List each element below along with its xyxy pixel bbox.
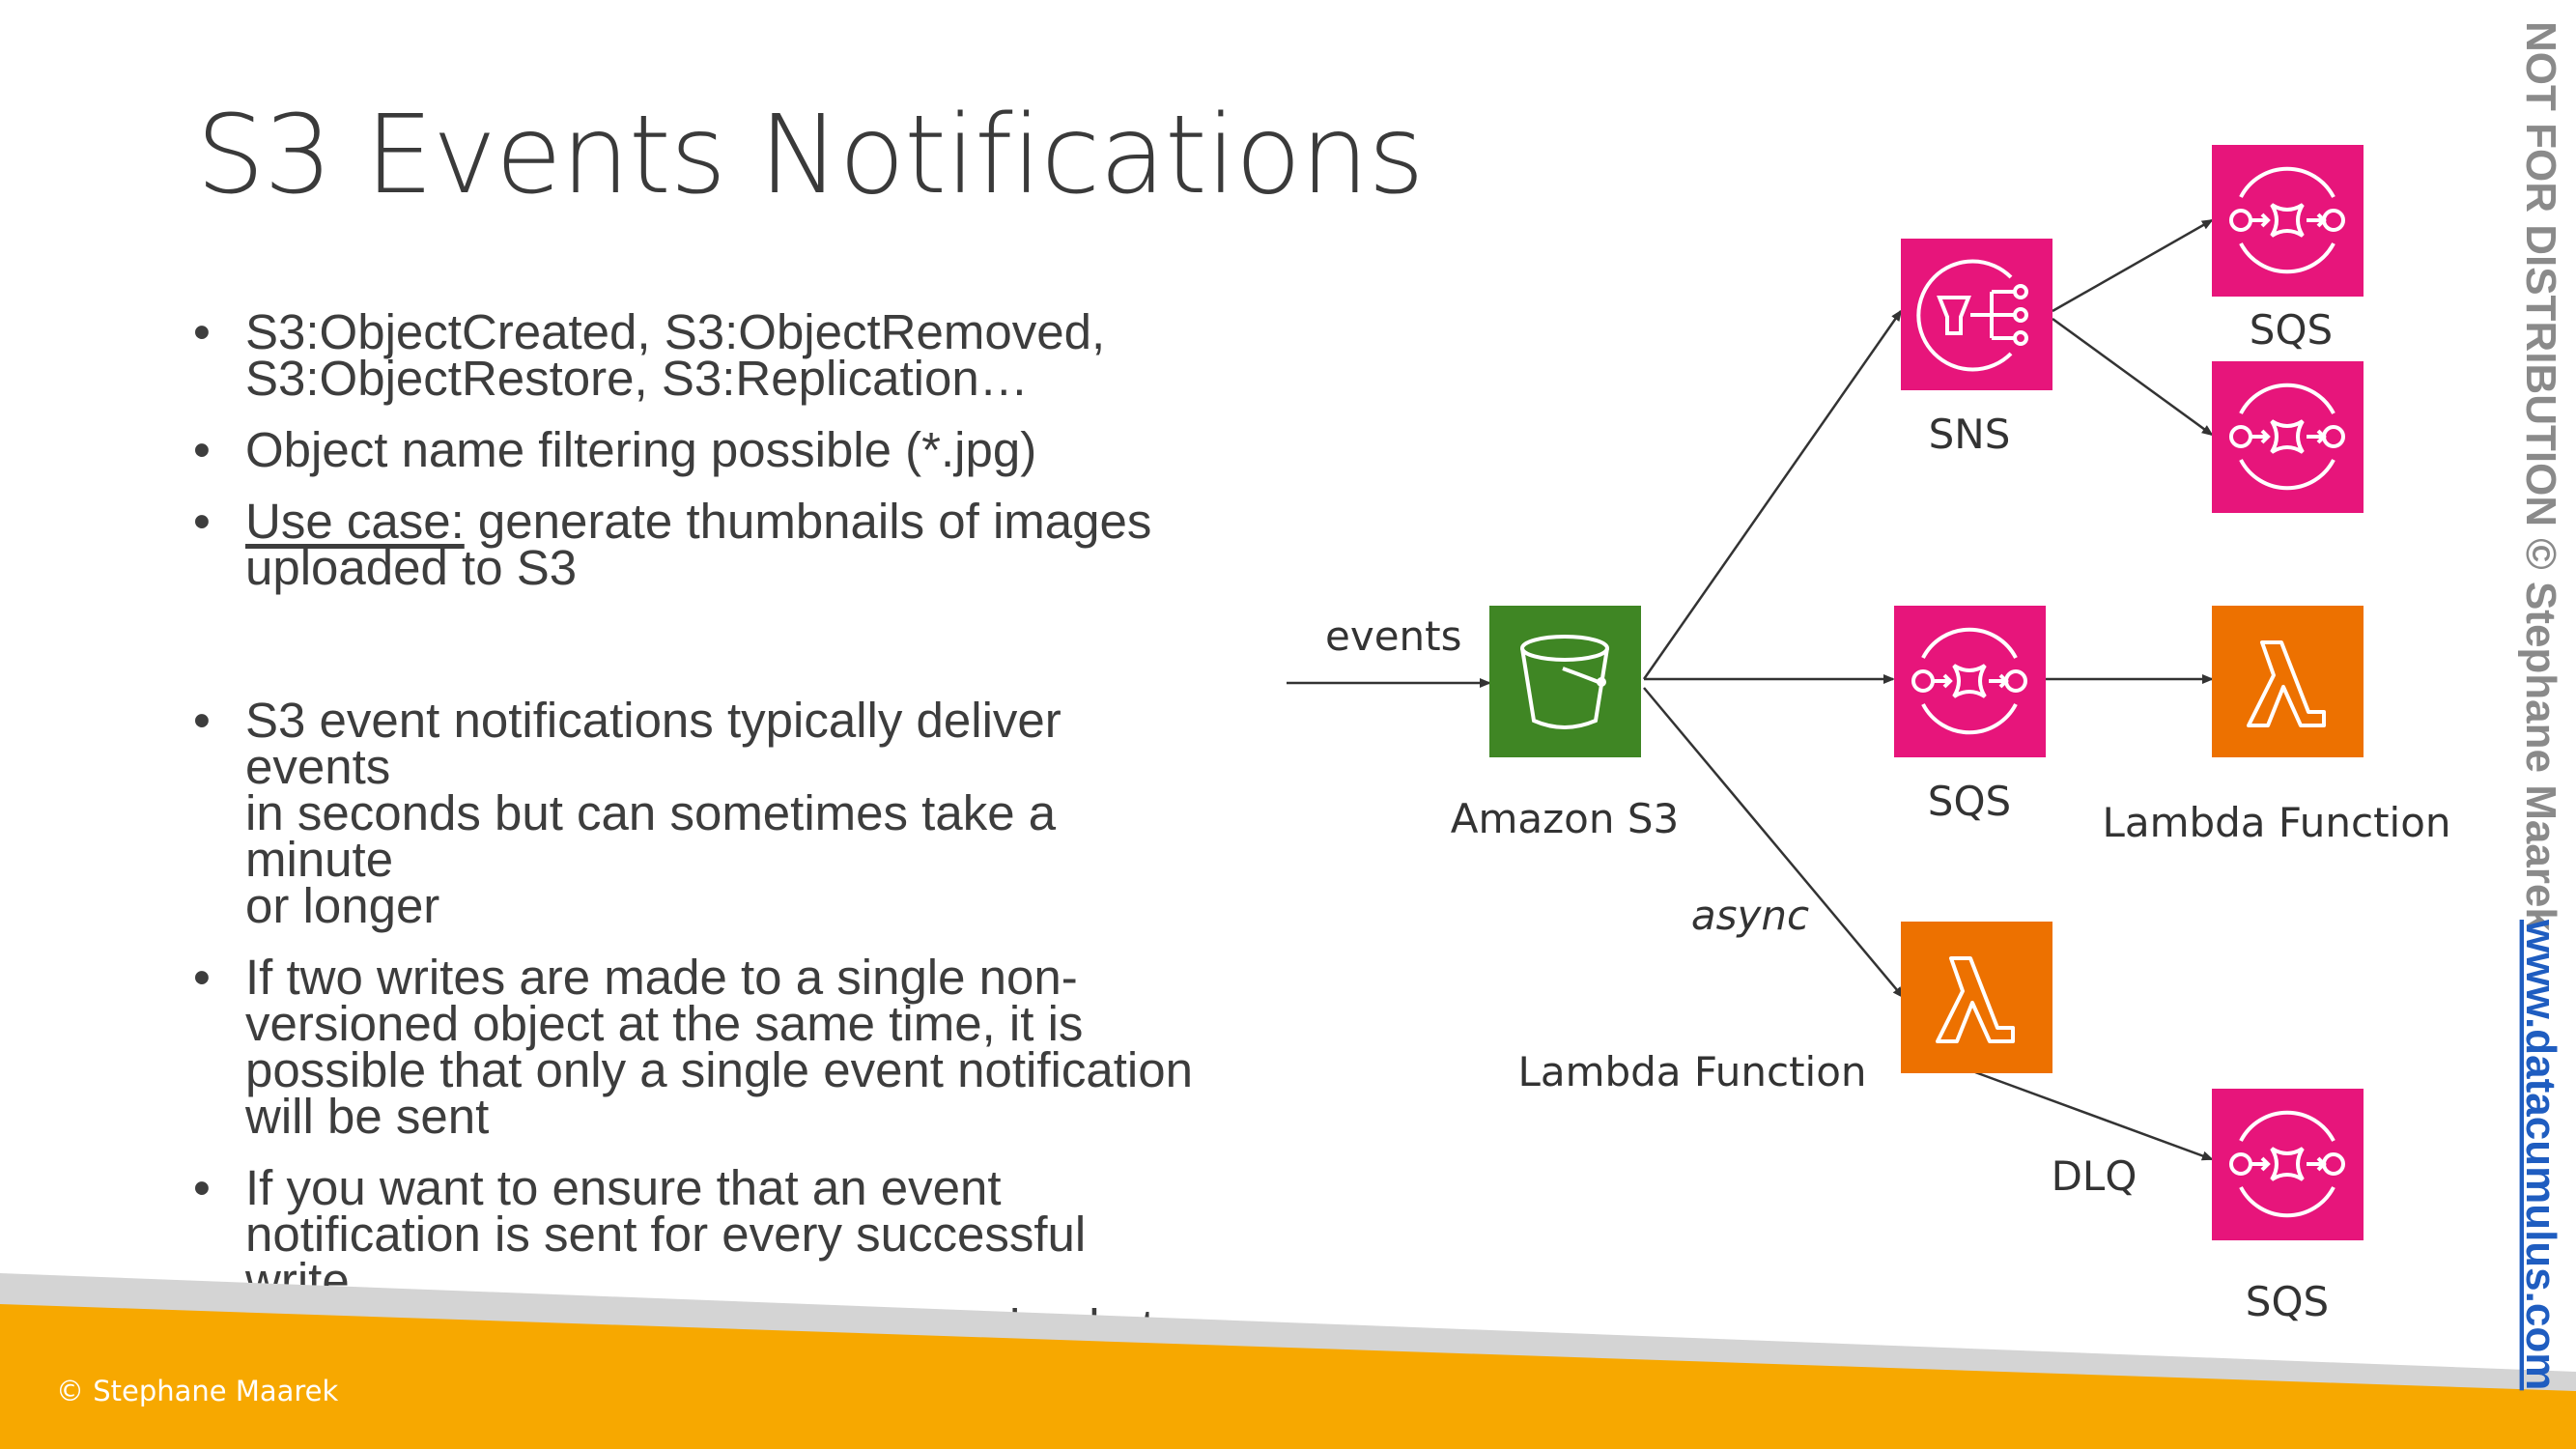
sqs-bottom-label: SQS xyxy=(2246,1278,2329,1325)
sqs-mid-label: SQS xyxy=(1928,778,2011,825)
bullet-use-case: • Use case: generate thumbnails of image… xyxy=(193,494,1217,592)
bullet-dot: • xyxy=(193,950,211,1005)
sqs-top-node xyxy=(2212,145,2364,297)
footer-orange-band xyxy=(0,1304,2576,1449)
arrow-lambda-to-dlq xyxy=(1974,1070,2214,1161)
lambda-bottom-label: Lambda Function xyxy=(1517,1048,1866,1095)
bullet-dot: • xyxy=(193,304,211,359)
lambda-icon xyxy=(1901,922,2052,1073)
lambda-bottom-node xyxy=(1901,922,2052,1073)
bullet-dot: • xyxy=(193,1160,211,1215)
bullet-line: Object name filtering possible (*.jpg) xyxy=(245,422,1037,477)
use-case-label: Use case: xyxy=(245,494,465,549)
bullet-filtering: • Object name filtering possible (*.jpg) xyxy=(193,422,1217,477)
sqs-top-label: SQS xyxy=(2250,306,2333,354)
bullet-line: If two writes are made to a single non- xyxy=(245,950,1078,1005)
footer-copyright: © Stephane Maarek xyxy=(56,1375,339,1407)
bullet-concurrent-writes: • If two writes are made to a single non… xyxy=(193,950,1217,1141)
s3-node xyxy=(1489,606,1641,757)
bullet-line: uploaded to S3 xyxy=(245,540,578,595)
bullet-line: in seconds but can sometimes take a minu… xyxy=(245,785,1057,887)
datacumulus-link[interactable]: www.datacumulus.com xyxy=(2517,919,2564,1390)
s3-bucket-icon xyxy=(1489,606,1641,757)
async-label: async xyxy=(1691,892,1809,939)
arrow-s3-to-lambda xyxy=(1643,687,1905,999)
not-for-distribution-notice: NOT FOR DISTRIBUTION © Stephane Maarek xyxy=(2517,21,2564,931)
bullet-delivery-time: • S3 event notifications typically deliv… xyxy=(193,693,1217,930)
side-notice: NOT FOR DISTRIBUTION © Stephane Maarek w… xyxy=(2517,21,2564,1390)
bullet-line: generate thumbnails of images xyxy=(464,494,1152,549)
bullet-line: or longer xyxy=(245,878,440,933)
bullet-dot: • xyxy=(193,494,211,549)
bullet-dot: • xyxy=(193,422,211,477)
sns-node xyxy=(1901,239,2052,390)
lambda-mid-node xyxy=(2212,606,2364,757)
bullet-line: S3 event notifications typically deliver… xyxy=(245,693,1062,794)
arrow-sns-to-sqs-second xyxy=(2052,317,2214,437)
events-label: events xyxy=(1325,612,1462,660)
s3-label: Amazon S3 xyxy=(1451,795,1679,842)
bullet-line: S3:ObjectRestore, S3:Replication… xyxy=(245,351,1029,406)
bullet-dot: • xyxy=(193,693,211,748)
slide-title: S3 Events Notifications xyxy=(196,93,1425,218)
sqs-second-node xyxy=(2212,361,2364,513)
bullet-event-types: • S3:ObjectCreated, S3:ObjectRemoved, S3… xyxy=(193,304,1217,403)
bullet-line: possible that only a single event notifi… xyxy=(245,1042,1193,1097)
bullet-line: will be sent xyxy=(245,1089,490,1144)
dlq-label: DLQ xyxy=(2052,1152,2137,1200)
bullet-line: S3:ObjectCreated, S3:ObjectRemoved, xyxy=(245,304,1106,359)
bullet-list: • S3:ObjectCreated, S3:ObjectRemoved, S3… xyxy=(193,304,1217,1351)
arrow-sns-to-sqs-top xyxy=(2052,218,2214,313)
sns-label: SNS xyxy=(1929,411,2011,458)
bullet-line: If you want to ensure that an event xyxy=(245,1160,1002,1215)
lambda-icon xyxy=(2212,606,2364,757)
arrow-s3-to-sns xyxy=(1642,309,1903,680)
sqs-mid-node xyxy=(1894,606,2046,757)
connector-lines xyxy=(1287,218,2214,1161)
lambda-mid-label: Lambda Function xyxy=(2102,799,2450,846)
bullet-line: versioned object at the same time, it is xyxy=(245,996,1084,1051)
sqs-dlq-node xyxy=(2212,1089,2364,1240)
